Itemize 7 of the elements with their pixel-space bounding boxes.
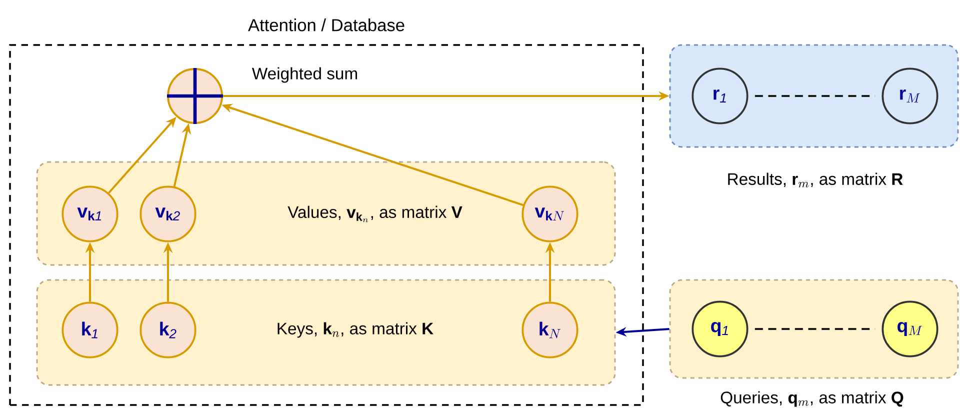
- band-label: $\text{Queries, }\mathbf{q}_m\text{, as matrix }\mathbf{Q}$: [720, 391, 904, 407]
- band-label: $\text{Values, }\mathbf{v}_{\mathbf{k}_n}\text{, as matrix }\mathbf{V}$: [288, 206, 462, 222]
- sum-label: Weighted sum: [252, 67, 357, 83]
- band-label: $\text{Results, }\mathbf{r}_m\text{, as matrix }\mathbf{R}$: [728, 172, 903, 188]
- frame-title: Attention / Database: [248, 18, 404, 32]
- sum-circle: [165, 66, 225, 126]
- band-label: $\text{Keys, }\mathbf{k}_n\text{, as matrix }\mathbf{K}$: [278, 322, 434, 338]
